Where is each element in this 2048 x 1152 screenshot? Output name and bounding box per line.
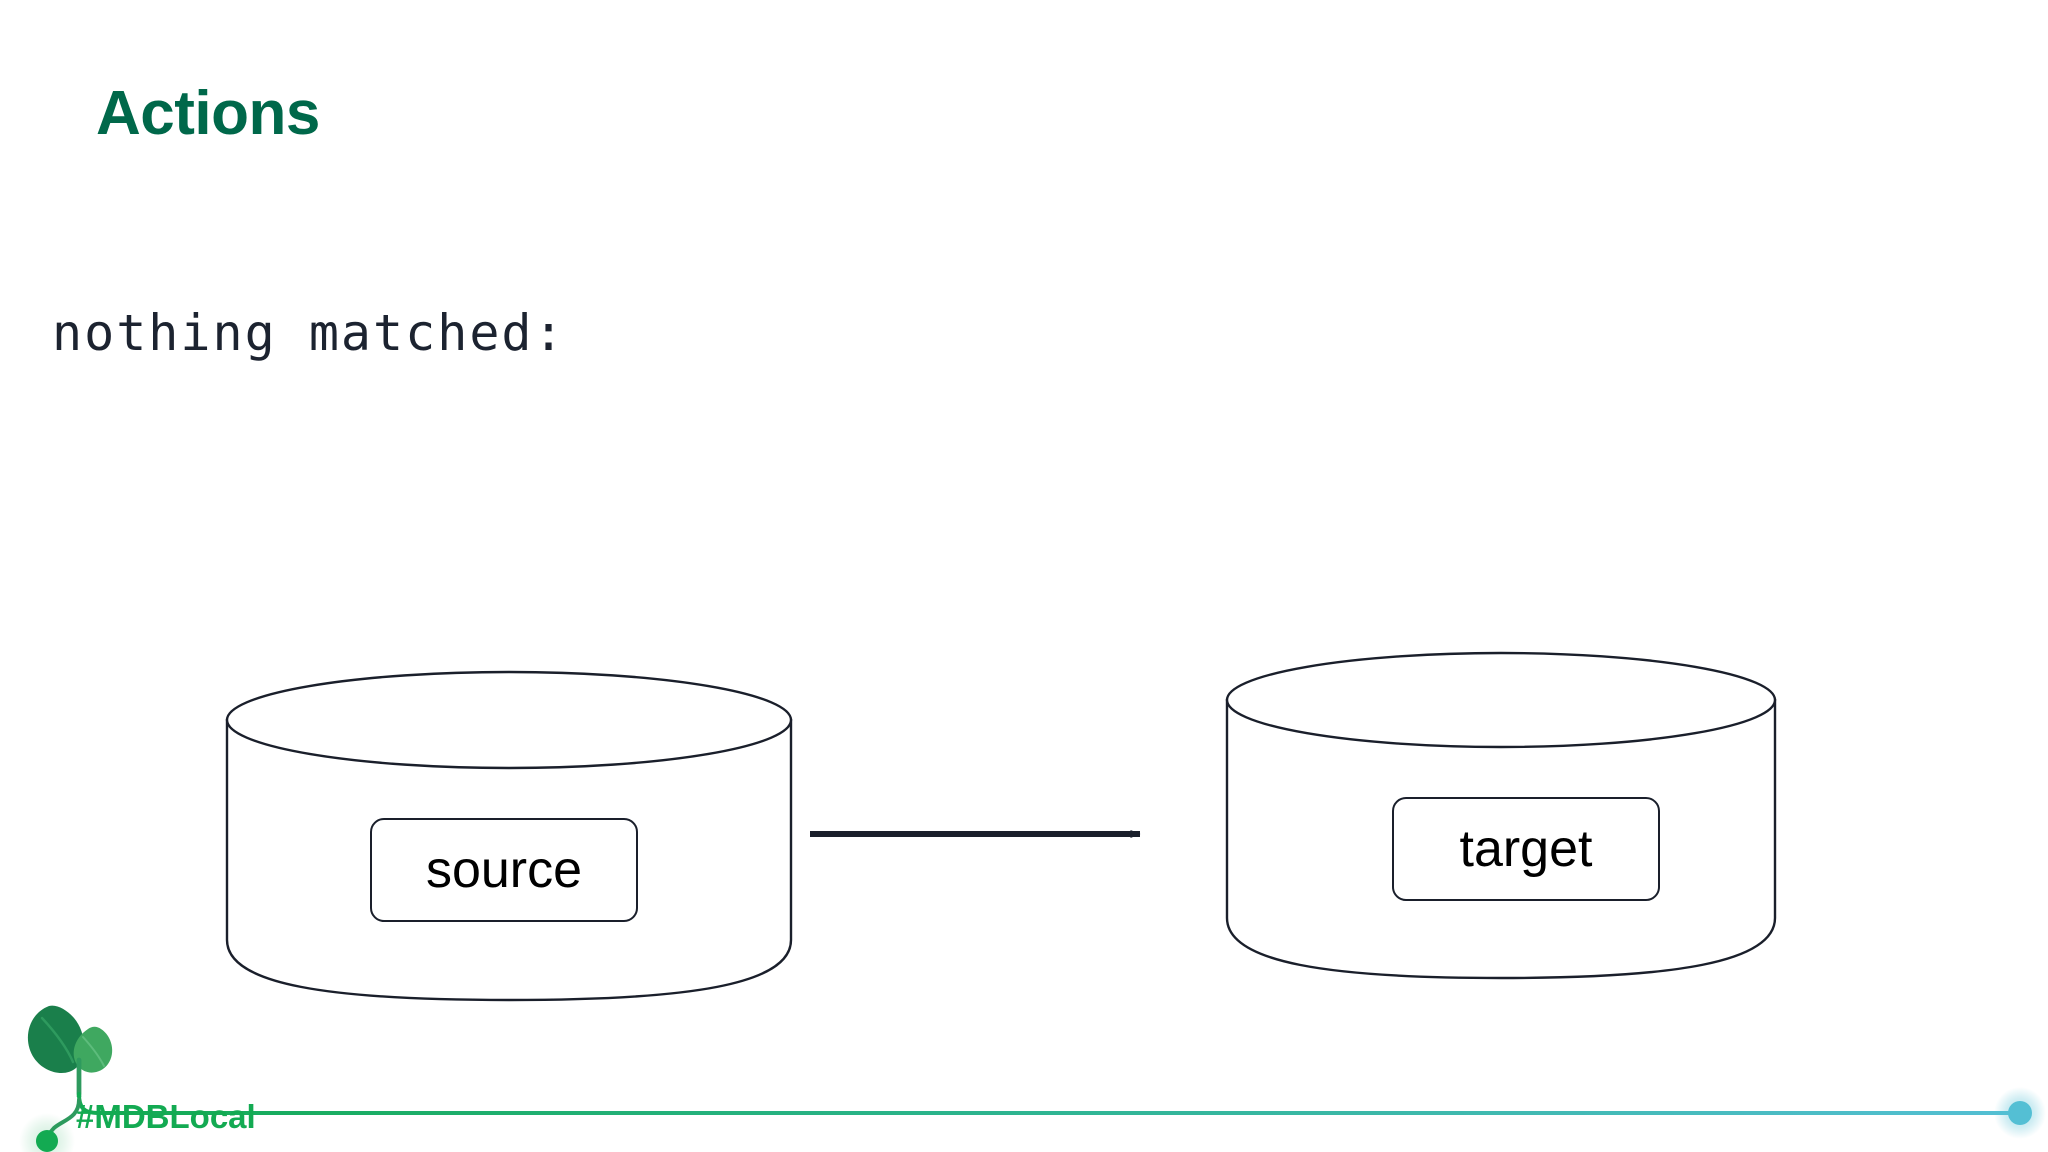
footer-start-dot-glow <box>19 1113 75 1152</box>
footer-hashtag: #MDBLocal <box>76 1098 256 1135</box>
db-label-source: source <box>370 818 638 922</box>
db-label-target-text: target <box>1459 820 1593 878</box>
footer-start-dot <box>36 1130 58 1152</box>
page-title: Actions <box>96 79 320 148</box>
footer-decoration <box>19 1005 2046 1152</box>
sprout-leaf-large-icon <box>27 1005 85 1074</box>
db-label-target: target <box>1392 797 1660 901</box>
footer-end-dot <box>2008 1101 2032 1125</box>
code-text-line: nothing matched: <box>52 304 566 362</box>
sprout-leaf-small-icon <box>73 1026 113 1073</box>
db-label-source-text: source <box>425 841 583 899</box>
footer-end-dot-glow <box>1994 1087 2046 1139</box>
